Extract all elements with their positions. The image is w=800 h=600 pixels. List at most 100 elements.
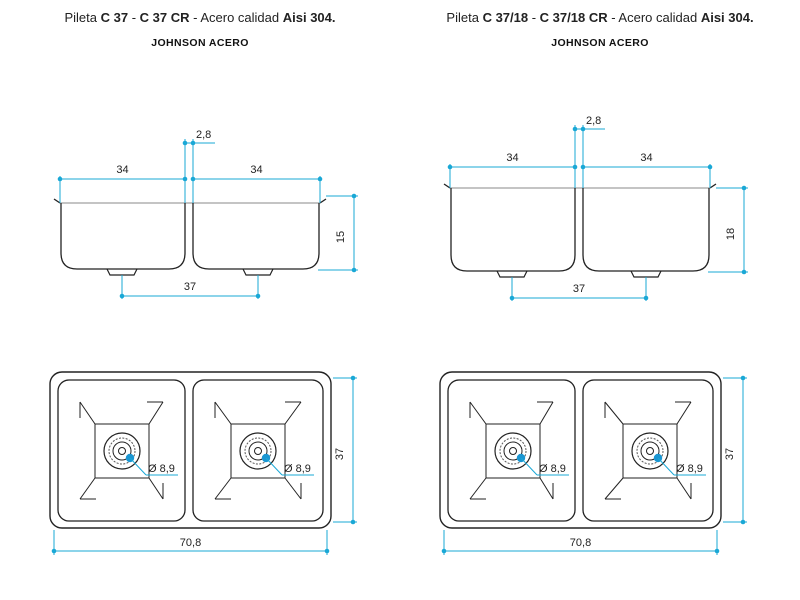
- dimension-dot: [707, 164, 713, 170]
- left-brand: JOHNSON ACERO: [151, 37, 249, 49]
- top-view: Ø 8,9 Ø 8,9 37 70,8: [49, 371, 357, 555]
- strainer-center: [509, 447, 517, 455]
- bowl-outline: [192, 379, 324, 522]
- right-drain-diameter-label: Ø 8,9: [676, 463, 703, 475]
- dimension-dot: [182, 176, 188, 182]
- right-bowl: Ø 8,9: [582, 379, 714, 522]
- drain-groove: [148, 401, 164, 425]
- dimension-dot: [643, 295, 649, 301]
- width-dimension: 70,8: [441, 537, 720, 554]
- strainer-inner-ring: [503, 441, 523, 461]
- dimension-dot: [441, 548, 447, 554]
- dimension-dot: [509, 295, 515, 301]
- dimension-dot: [317, 176, 323, 182]
- depth-dimension-label: 15: [335, 231, 347, 243]
- drain-groove: [604, 477, 624, 500]
- dimension-dot: [740, 375, 746, 381]
- dimension-dot: [255, 293, 261, 299]
- dimension-dot: [580, 164, 586, 170]
- strainer-holes: [244, 437, 272, 465]
- width-dimension: 70,8: [51, 537, 330, 554]
- strainer-outer-ring: [103, 432, 141, 470]
- height-dimension: 37: [334, 375, 356, 525]
- dimension-dot: [324, 548, 330, 554]
- drain-groove: [604, 401, 624, 425]
- right-bowl-width-dimension: 34: [190, 164, 323, 182]
- strainer-inner-ring: [248, 441, 268, 461]
- strainer-outer-ring: [239, 432, 277, 470]
- dimension-dot: [741, 269, 747, 275]
- strainer-outer-ring: [494, 432, 532, 470]
- drain-groove: [539, 477, 554, 500]
- diameter-leader: [265, 457, 283, 476]
- drain-recess: [230, 423, 286, 479]
- dimension-dot: [182, 140, 188, 146]
- rim-flange-left: [53, 198, 61, 204]
- sink-outline: [49, 371, 332, 529]
- drain-spacing-dimension-label: 37: [184, 281, 196, 293]
- strainer-center: [254, 447, 262, 455]
- left-drain-stub: [106, 268, 138, 276]
- strainer-holes: [499, 437, 527, 465]
- drain-groove: [284, 477, 302, 500]
- strainer-holes: [108, 437, 136, 465]
- right-drain-stub: [242, 268, 274, 276]
- width-dimension-label: 70,8: [180, 537, 201, 549]
- height-dimension: 37: [724, 375, 746, 525]
- height-dimension-label: 37: [724, 448, 736, 460]
- right-drain-diameter-label: Ø 8,9: [284, 463, 311, 475]
- right-drain-stub: [630, 270, 662, 278]
- dimension-dot: [572, 126, 578, 132]
- dimension-dot: [119, 293, 125, 299]
- left-bowl-width-dimension: 34: [57, 164, 188, 182]
- dimension-dot: [714, 548, 720, 554]
- left-bowl-width-dimension-label: 34: [506, 152, 518, 164]
- bowl-outline: [57, 379, 186, 522]
- dimension-dot: [572, 164, 578, 170]
- right-product-title: Pileta C 37/18 - C 37/18 CR - Acero cali…: [446, 10, 754, 25]
- top-view: Ø 8,9 Ø 8,9 37 70,8: [439, 371, 747, 555]
- drain-groove: [676, 477, 692, 500]
- drain-groove: [214, 477, 232, 500]
- left-bowl-profile: [60, 203, 186, 270]
- bowl-outline: [447, 379, 576, 522]
- width-dimension-label: 70,8: [570, 537, 591, 549]
- drain-recess: [94, 423, 150, 479]
- left-bowl-profile: [450, 188, 576, 272]
- left-drain-stub: [496, 270, 528, 278]
- dimension-dot: [350, 375, 356, 381]
- sink-outline: [439, 371, 722, 529]
- height-dimension-label: 37: [334, 448, 346, 460]
- drain-groove: [148, 477, 164, 500]
- left-product-title: Pileta C 37 - C 37 CR - Acero calidad Ai…: [64, 10, 336, 25]
- diameter-leader: [520, 457, 538, 476]
- right-bowl-width-dimension-label: 34: [640, 152, 652, 164]
- drain-spacing-dimension: 37: [509, 283, 649, 301]
- dimension-dot: [741, 185, 747, 191]
- bowl-outline: [582, 379, 714, 522]
- dimension-dot: [190, 140, 196, 146]
- diameter-leader: [657, 457, 675, 476]
- left-drain-diameter-label: Ø 8,9: [148, 463, 175, 475]
- depth-dimension: 18: [725, 185, 747, 275]
- left-bowl: Ø 8,9: [57, 379, 186, 522]
- rim-flange-right: [319, 198, 327, 204]
- diameter-leader: [129, 457, 147, 476]
- strainer-outer-ring: [631, 432, 669, 470]
- left-drain-diameter-label: Ø 8,9: [539, 463, 566, 475]
- dimension-dot: [190, 176, 196, 182]
- dimension-dot: [447, 164, 453, 170]
- drain-groove: [79, 477, 96, 500]
- strainer-center: [118, 447, 126, 455]
- drain-groove: [284, 401, 302, 425]
- right-brand: JOHNSON ACERO: [551, 37, 649, 49]
- rim-flange-left: [443, 183, 451, 189]
- dimension-dot: [580, 126, 586, 132]
- wall-thickness-label: 2,8: [196, 129, 211, 141]
- depth-dimension-label: 18: [725, 228, 737, 240]
- drain-groove: [79, 401, 96, 425]
